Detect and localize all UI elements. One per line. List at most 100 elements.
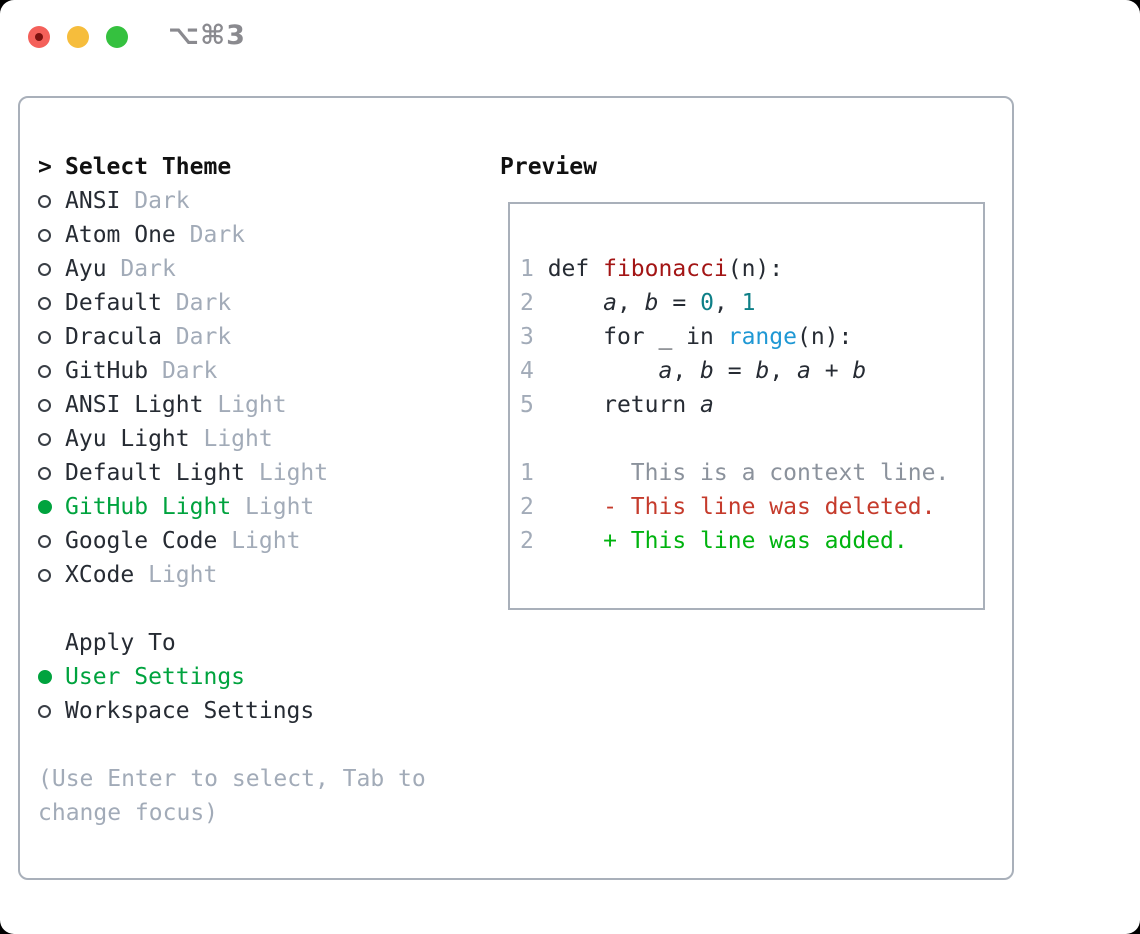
theme-item-github-light[interactable]: GitHub Light Light (38, 490, 458, 524)
radio-circle (38, 330, 51, 344)
radio-circle (38, 296, 51, 310)
space (107, 252, 121, 286)
segment-var: b (700, 358, 714, 384)
theme-item-label: GitHub Light (65, 494, 232, 520)
theme-item-label: ANSI Light (65, 392, 204, 418)
segment-var: a (658, 358, 673, 384)
segment-t: for _ in (547, 324, 728, 350)
theme-item-ansi[interactable]: ANSI Dark (38, 184, 458, 218)
radio-circle (38, 500, 52, 514)
select-theme-header: > Select Theme (38, 150, 458, 184)
preview-pane: 1 def fibonacci(n):2 a, b = 0, 1 3 for _ … (508, 202, 985, 610)
minimize-button[interactable] (67, 26, 89, 48)
segment-t: (n): (727, 256, 784, 282)
radio-circle (38, 534, 51, 548)
segment-t: , (672, 358, 701, 384)
theme-variant-label: Light (203, 426, 273, 452)
segment-del: - This line was deleted. (603, 494, 936, 520)
segment-var: b (644, 290, 659, 316)
segment-ln: 3 (520, 324, 548, 350)
apply-to-header: Apply To (38, 626, 458, 660)
segment-ln: 2 (520, 494, 534, 520)
radio-circle (38, 568, 51, 582)
segment-ln: 4 (520, 358, 548, 384)
radio-circle (38, 194, 51, 208)
segment-t: = (658, 290, 701, 316)
theme-item-label: Google Code (65, 528, 218, 554)
theme-item-ayu-light[interactable]: Ayu Light Light (38, 422, 458, 456)
radio-icon (38, 466, 65, 480)
code-line: 2 a, b = 0, 1 (520, 286, 977, 320)
theme-item-label: XCode (65, 562, 135, 588)
traffic-lights (28, 26, 128, 48)
segment-t: (n): (796, 324, 853, 350)
segment-t: , (713, 290, 742, 316)
theme-variant-label: Light (258, 460, 329, 486)
theme-variant-label: Dark (175, 324, 232, 350)
radio-circle (38, 398, 51, 412)
radio-icon (38, 568, 65, 582)
segment-ln: 5 (520, 392, 548, 418)
theme-item-github[interactable]: GitHub Dark (38, 354, 458, 388)
space (203, 388, 217, 422)
segment-ln: 1 (520, 460, 534, 486)
segment-t: = (713, 358, 756, 384)
radio-icon (38, 534, 65, 548)
theme-item-atom-one[interactable]: Atom One Dark (38, 218, 458, 252)
apply-option-workspace-settings[interactable]: Workspace Settings (38, 694, 458, 728)
diff-line: 2 - This line was deleted. (520, 490, 977, 524)
theme-item-xcode[interactable]: XCode Light (38, 558, 458, 592)
window-shortcut-label: ⌥⌘3 (168, 20, 246, 51)
space (190, 422, 204, 456)
theme-item-google-code[interactable]: Google Code Light (38, 524, 458, 558)
theme-item-default[interactable]: Default Dark (38, 286, 458, 320)
radio-icon (38, 296, 65, 310)
theme-variant-label: Dark (175, 290, 232, 316)
theme-item-default-light[interactable]: Default Light Light (38, 456, 458, 490)
theme-item-label: Ayu (65, 256, 107, 282)
radio-circle (38, 364, 51, 378)
code-line: 1 def fibonacci(n): (520, 252, 977, 286)
preview-header-label: Preview (500, 154, 597, 180)
space (120, 184, 134, 218)
close-button[interactable] (28, 26, 50, 48)
theme-item-dracula[interactable]: Dracula Dark (38, 320, 458, 354)
code-line: 4 a, b = b, a + b (520, 354, 977, 388)
theme-item-label: Dracula (65, 324, 162, 350)
space (231, 490, 245, 524)
radio-selected-icon (38, 670, 65, 684)
radio-icon (38, 432, 65, 446)
radio-icon (38, 364, 65, 378)
radio-circle (38, 704, 51, 718)
zoom-button[interactable] (106, 26, 128, 48)
theme-item-ansi-light[interactable]: ANSI Light Light (38, 388, 458, 422)
spacer (38, 592, 458, 626)
segment-t (548, 290, 603, 316)
space (217, 524, 231, 558)
radio-circle (38, 262, 51, 276)
radio-selected-icon (38, 500, 65, 514)
theme-item-label: Default (65, 290, 162, 316)
space (176, 218, 190, 252)
space (162, 286, 176, 320)
radio-icon (38, 704, 65, 718)
segment-ln: 2 (520, 528, 534, 554)
segment-t: , (769, 358, 798, 384)
apply-option-label: User Settings (65, 664, 246, 690)
theme-item-ayu[interactable]: Ayu Dark (38, 252, 458, 286)
space (245, 456, 259, 490)
apply-option-user-settings[interactable]: User Settings (38, 660, 458, 694)
segment-t (534, 528, 603, 554)
segment-fn: fibonacci (603, 256, 728, 282)
segment-t: return (547, 392, 701, 418)
theme-item-label: GitHub (65, 358, 149, 384)
code-preview-block: 1 def fibonacci(n):2 a, b = 0, 1 3 for _ … (520, 252, 977, 422)
apply-to-header-label: Apply To (65, 630, 176, 656)
close-dot-icon (35, 33, 43, 41)
segment-ctx: This is a context line. (533, 460, 950, 486)
selection-prompt-icon: > (38, 154, 52, 180)
radio-circle (38, 670, 52, 684)
